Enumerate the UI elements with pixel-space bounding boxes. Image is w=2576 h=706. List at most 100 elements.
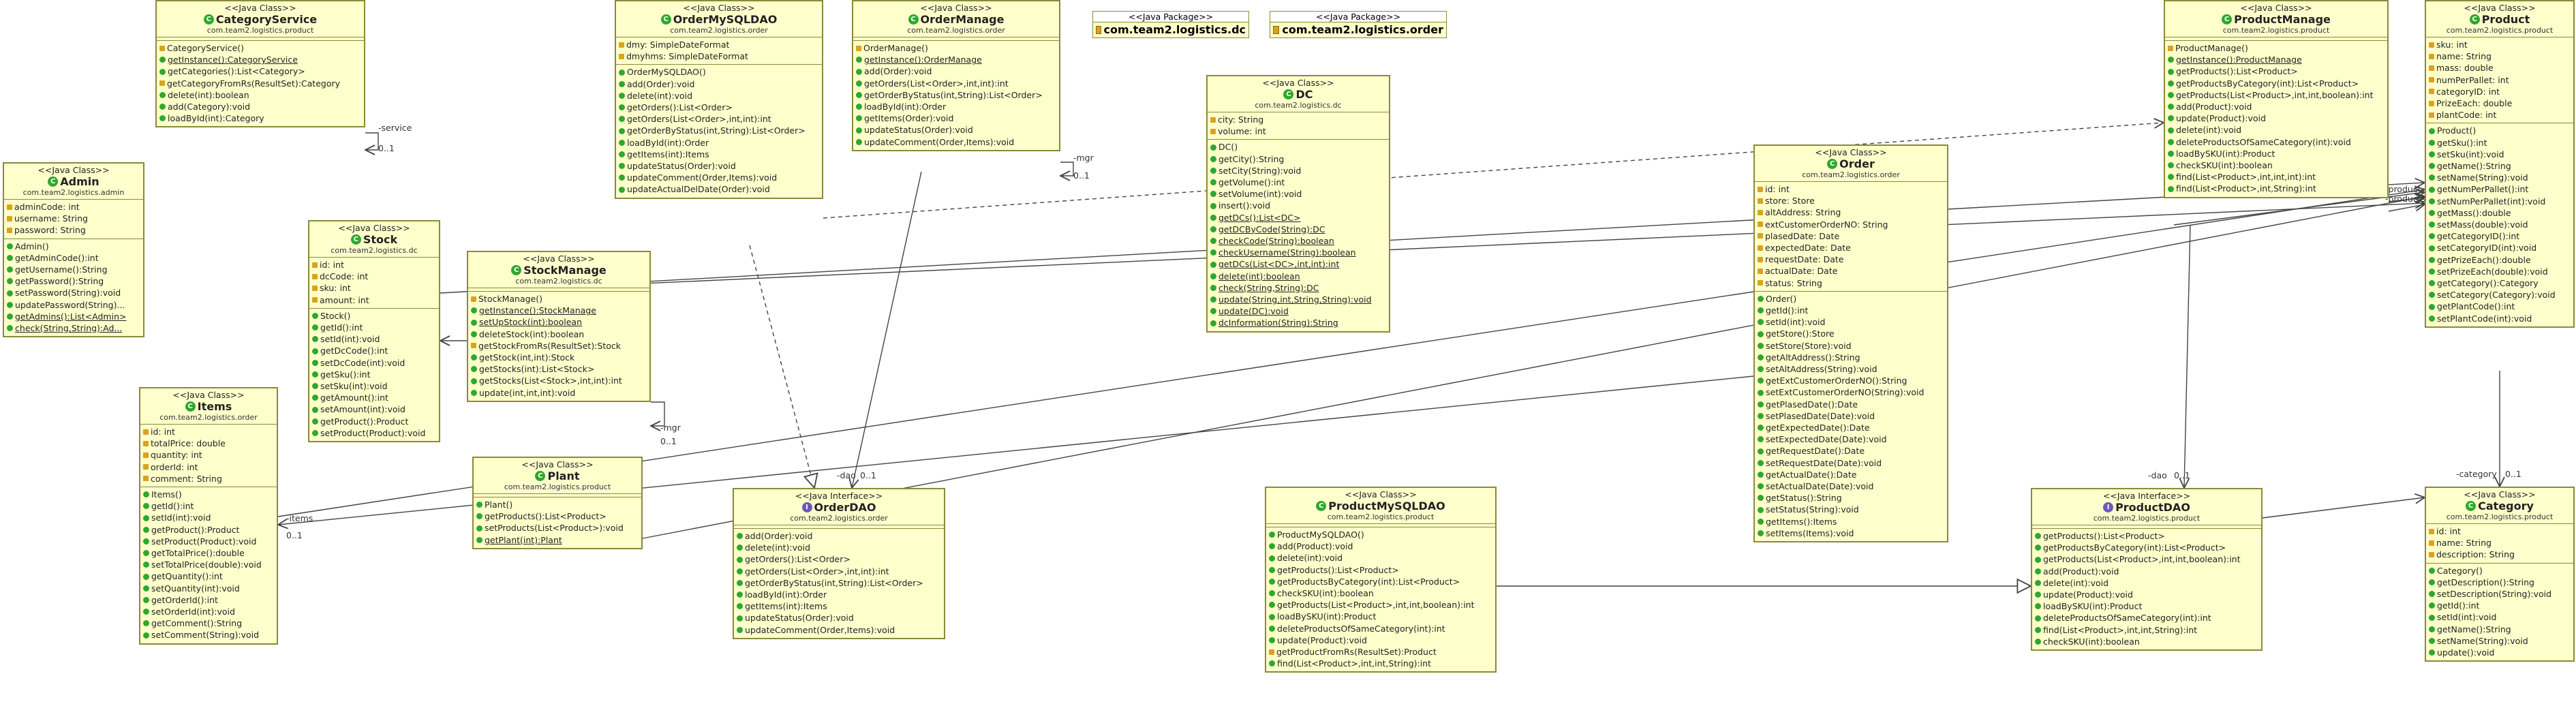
public-visibility-icon — [7, 254, 13, 261]
method-row: update(String,int,String,String):void — [1210, 294, 1386, 305]
method-signature: getNumPerPallet():int — [2437, 184, 2529, 195]
field-row: adminCode: int — [7, 201, 140, 213]
public-visibility-icon — [856, 57, 862, 63]
public-visibility-icon — [2429, 649, 2435, 656]
field-text: password: String — [14, 225, 86, 236]
method-signature: getId():int — [1766, 305, 1809, 316]
package-box-order[interactable]: <<Java Package>>com.team2.logistics.orde… — [1270, 11, 1447, 38]
package-box-dc[interactable]: <<Java Package>>com.team2.logistics.dc — [1092, 11, 1249, 38]
method-signature: getPlantCode():int — [2437, 301, 2515, 312]
method-signature: update(Product):void — [2043, 589, 2133, 600]
method-signature: checkCode(String):boolean — [1218, 236, 1334, 247]
method-row: getAdminCode():int — [7, 252, 140, 264]
field-text: plantCode: int — [2436, 110, 2497, 121]
public-visibility-icon — [1210, 179, 1216, 186]
method-signature: add(Product):void — [2043, 566, 2119, 577]
field-text: adminCode: int — [14, 202, 80, 212]
method-row: getPrizeEach():double — [2429, 254, 2571, 266]
private-visibility-icon — [159, 45, 165, 51]
public-visibility-icon — [619, 69, 625, 76]
stereotype-label: <<Java Class>> — [2464, 3, 2536, 13]
method-signature: add(Product):void — [2176, 102, 2252, 112]
method-row: update(Product):void — [2168, 112, 2385, 124]
edge-label-service-mult: 0..1 — [378, 143, 395, 153]
class-icon: C — [908, 14, 919, 25]
public-visibility-icon — [1758, 518, 1764, 525]
method-signature: getStocks(int):List<Stock> — [479, 364, 595, 375]
method-row: delete(int):void — [619, 90, 819, 102]
method-row: setNumPerPallet(int):void — [2429, 196, 2571, 207]
field-text: quantity: int — [151, 450, 202, 461]
public-visibility-icon — [1269, 625, 1275, 632]
method-signature: setSku(int):void — [2437, 149, 2504, 159]
method-signature: updateComment(Order,Items):void — [627, 172, 778, 183]
field-row: requestDate: Date — [1758, 254, 1944, 265]
edge-label-products-role: -products — [2385, 194, 2425, 204]
edge-label-items-role: -items — [286, 513, 313, 523]
field-row: orderId: int — [143, 461, 274, 473]
public-visibility-icon — [1758, 331, 1764, 337]
method-row: dcInformation(String):String — [1210, 317, 1386, 328]
method-row: Items() — [143, 489, 274, 500]
class-name: StockManage — [523, 264, 607, 277]
public-visibility-icon — [2168, 80, 2174, 87]
method-signature: setPlantCode(int):void — [2437, 313, 2532, 324]
public-visibility-icon — [1758, 471, 1764, 478]
public-visibility-icon — [856, 80, 862, 87]
public-visibility-icon — [143, 550, 149, 557]
method-row: getCategoryID():int — [2429, 230, 2571, 242]
package-name: com.team2.logistics.product — [2446, 26, 2554, 35]
method-signature: find(List<Product>,int,int,int):int — [2176, 172, 2316, 183]
method-signature: setCategoryID(int):void — [2437, 243, 2537, 254]
method-signature: setPlasedDate(Date):void — [1766, 410, 1875, 421]
public-visibility-icon — [737, 603, 743, 610]
method-row: loadBySKU(int):Product — [1269, 611, 1492, 622]
method-signature: delete(int):void — [1277, 553, 1343, 564]
public-visibility-icon — [1758, 412, 1764, 419]
method-signature: getInstance():ProductManage — [2176, 55, 2302, 65]
method-row: setStatus(String):void — [1758, 504, 1944, 515]
public-visibility-icon — [2035, 556, 2041, 563]
method-row: setVolume(int):void — [1210, 188, 1386, 200]
method-signature: getDescription():String — [2437, 577, 2534, 587]
public-visibility-icon — [1210, 273, 1216, 279]
edge-productmanage-product-2 — [2388, 204, 2425, 212]
class-icon: C — [350, 234, 361, 245]
method-signature: getMass():double — [2437, 207, 2511, 218]
method-signature: getTotalPrice():double — [151, 548, 245, 559]
field-row: amount: int — [312, 294, 436, 306]
field-row: password: String — [7, 224, 140, 236]
method-signature: getProductFromRs(ResultSet):Product — [1276, 647, 1437, 658]
method-signature: getAmount():int — [320, 393, 388, 403]
public-visibility-icon — [1210, 191, 1216, 198]
public-visibility-icon — [7, 243, 13, 249]
method-row: checkSKU(int):boolean — [2035, 636, 2258, 647]
method-signature: loadById(int):Order — [627, 137, 709, 148]
method-row: setId(int):void — [143, 512, 274, 523]
method-row: checkCode(String):boolean — [1210, 235, 1386, 247]
private-visibility-icon — [2429, 540, 2434, 546]
method-row: setItems(Items):void — [1758, 527, 1944, 539]
